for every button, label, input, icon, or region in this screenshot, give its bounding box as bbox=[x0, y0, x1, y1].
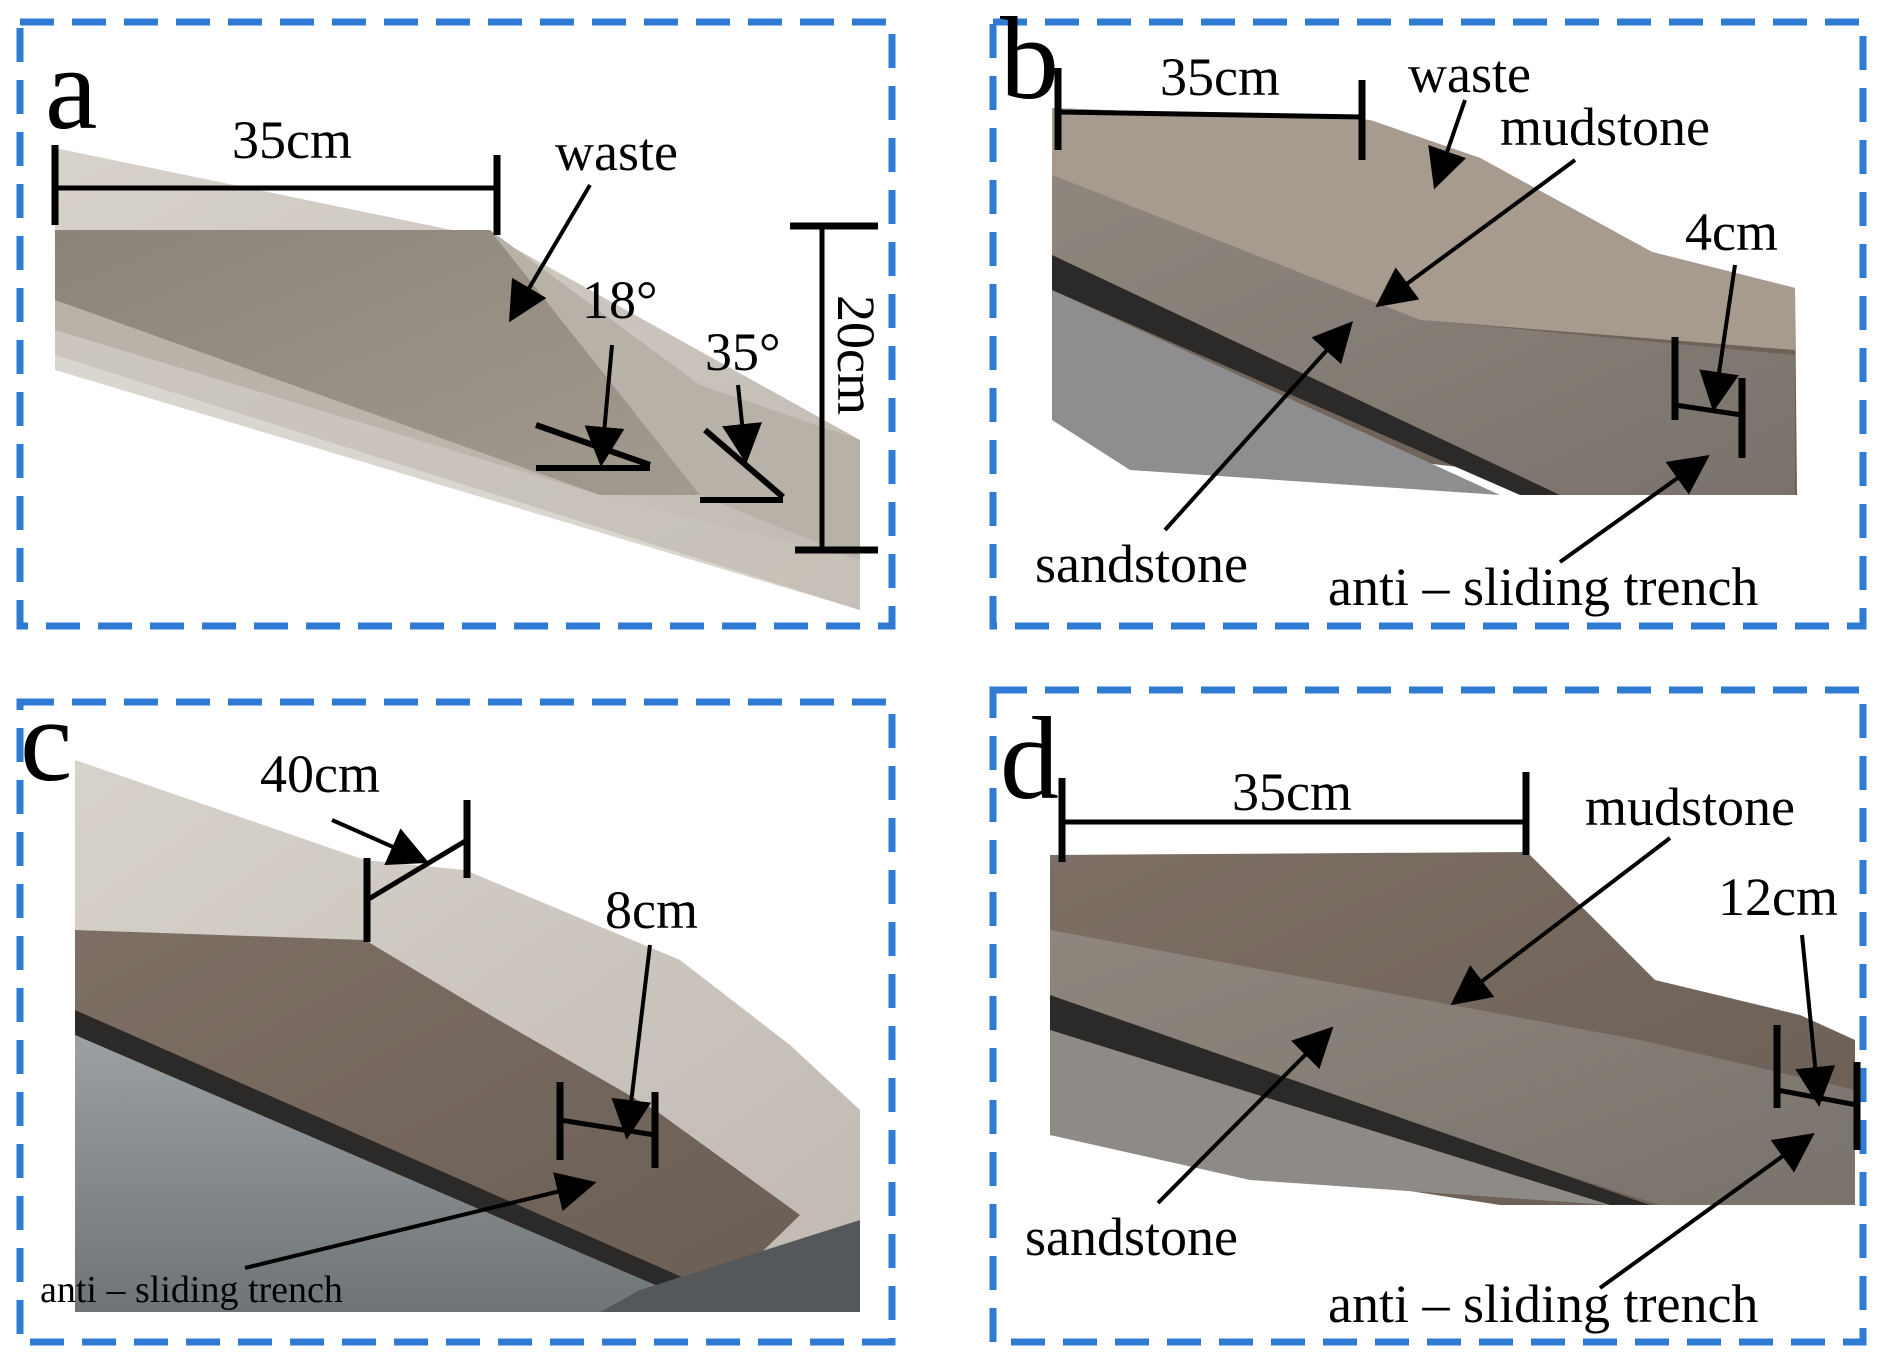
panel-b-width-label: 35cm bbox=[1160, 47, 1280, 107]
panel-c-photo bbox=[75, 760, 860, 1312]
panel-a-material-arrow bbox=[508, 183, 592, 323]
panel-b-rock-arrow bbox=[1163, 321, 1354, 532]
panel-a-angle1-ray1 bbox=[535, 422, 651, 468]
panel-c-frame bbox=[16, 698, 896, 1346]
panel-c-trench-width-label: 8cm bbox=[605, 880, 698, 940]
panel-c-trench-label: anti – sliding trench bbox=[40, 1269, 343, 1311]
panel-d-letter: d bbox=[1000, 693, 1059, 824]
panel-c-width-arrow bbox=[331, 818, 429, 865]
panel-b-trench-label: anti – sliding trench bbox=[1328, 557, 1758, 617]
panel-a-angle2-label: 35° bbox=[705, 322, 781, 382]
panel-d-trench-label: anti – sliding trench bbox=[1328, 1274, 1758, 1334]
panel-d-photo bbox=[1050, 852, 1855, 1205]
panel-b-material1-label: waste bbox=[1408, 44, 1531, 104]
panel-a-angle2-ray1 bbox=[703, 427, 785, 500]
panel-c-trench-arrow bbox=[244, 1172, 597, 1270]
panel-b-trench-arrow bbox=[1558, 455, 1710, 564]
panel-d-trench-arrow bbox=[1598, 1132, 1815, 1290]
panel-b-frame bbox=[989, 18, 1867, 630]
panel-b: b 35cm waste mudstone 4cm sandstone anti… bbox=[989, 0, 1867, 630]
panel-d-material-label: mudstone bbox=[1585, 777, 1795, 837]
panel-c-width-label: 40cm bbox=[260, 744, 380, 804]
panel-b-trench-width-label: 4cm bbox=[1685, 202, 1778, 262]
panel-b-material2-arrow bbox=[1375, 158, 1577, 308]
panel-d: d 35cm mudstone 12cm sandstone anti – sl… bbox=[989, 686, 1867, 1346]
panel-d-rock-label: sandstone bbox=[1025, 1207, 1238, 1267]
panel-c-letter: c bbox=[20, 675, 72, 806]
panel-b-photo bbox=[1052, 108, 1797, 495]
panel-a-angle2-arrow bbox=[722, 384, 762, 464]
panel-a-height-label: 20cm bbox=[826, 295, 886, 415]
panel-a-material-label: waste bbox=[555, 122, 678, 182]
panel-a-frame bbox=[16, 18, 896, 630]
panel-d-material-arrow bbox=[1450, 836, 1672, 1006]
panel-d-trench-width-arrow bbox=[1795, 934, 1836, 1107]
panel-a: a 35cm waste 18° 35° 20cm bbox=[16, 18, 896, 630]
panel-b-rock-label: sandstone bbox=[1035, 534, 1248, 594]
panel-d-frame bbox=[989, 686, 1867, 1346]
panel-a-angle1-label: 18° bbox=[582, 270, 658, 330]
panel-b-material2-label: mudstone bbox=[1500, 97, 1710, 157]
panel-d-trench-width-label: 12cm bbox=[1718, 867, 1838, 927]
panel-a-angle1-arrow bbox=[584, 344, 625, 467]
panel-b-material1-arrow bbox=[1428, 99, 1467, 190]
panel-b-width-dimension bbox=[1057, 109, 1363, 120]
panel-a-width-label: 35cm bbox=[232, 110, 352, 170]
panel-c: c 40cm 8cm anti – sliding trench bbox=[16, 675, 896, 1346]
panel-b-trench-width-arrow bbox=[1699, 264, 1739, 412]
panel-a-letter: a bbox=[45, 23, 97, 154]
panel-d-width-label: 35cm bbox=[1232, 762, 1352, 822]
panel-b-letter: b bbox=[1000, 0, 1059, 124]
panel-d-rock-arrow bbox=[1156, 1026, 1334, 1205]
panel-c-trench-width-arrow bbox=[611, 944, 652, 1140]
